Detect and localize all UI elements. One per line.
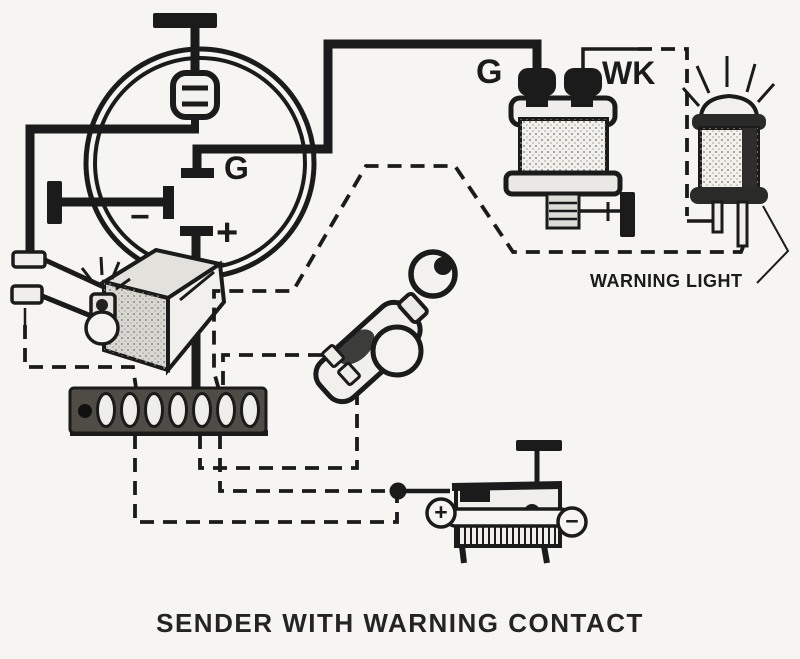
diagram-caption: SENDER WITH WARNING CONTACT <box>156 608 644 638</box>
warning-light-pointer-line <box>756 205 790 284</box>
wire-strip-to-warning-light <box>212 164 745 391</box>
switch-terminal-upper <box>11 250 47 269</box>
terminal-strip <box>68 386 268 436</box>
gauge-warning-lamp-icon <box>170 70 220 133</box>
warning-light-bulb <box>681 56 776 248</box>
gauge-terminal-g-label: G <box>224 150 249 186</box>
wire-strip-to-junction-b <box>218 435 390 493</box>
ground-symbol-sender <box>579 192 635 237</box>
battery-plus-ring <box>425 497 457 529</box>
gauge-terminal-minus <box>163 186 174 219</box>
ground-symbol-gauge-top <box>153 13 217 74</box>
wire-strip-to-junction-a <box>133 435 399 524</box>
battery-minus-ring <box>556 506 588 538</box>
gauge-terminal-g <box>181 168 214 178</box>
gauge-terminal-plus-label: + <box>216 212 239 254</box>
sender-terminal-wk-label: WK <box>602 55 656 91</box>
ignition-key-hole <box>434 257 452 275</box>
switch-terminal-lower <box>10 284 44 305</box>
battery <box>425 481 588 564</box>
wire-wk-stub <box>581 47 638 68</box>
ignition-key-knob <box>408 249 458 299</box>
pressure-sender <box>503 47 638 230</box>
warning-light-pin-left <box>711 200 724 234</box>
ignition-switch-barrel <box>370 324 424 378</box>
warning-light-label: WARNING LIGHT <box>590 271 743 291</box>
sender-terminal-wk <box>564 68 602 96</box>
gauge-terminal-plus <box>180 226 213 236</box>
wire-ignition-to-strip-a <box>221 353 322 389</box>
wire-lamp-to-switch <box>25 124 199 252</box>
lighted-rocker-switch <box>10 247 227 376</box>
sender-terminal-g <box>518 68 556 96</box>
gauge-terminal-minus-label: − <box>130 198 150 236</box>
wire-switch-to-strip <box>23 325 138 389</box>
wire-gauge-g-to-sender-g <box>192 39 542 172</box>
warning-light-pin-right <box>736 200 749 248</box>
wire-wk-dashed <box>638 47 689 216</box>
terminal-strip-dot <box>78 404 92 418</box>
ignition-switch <box>313 249 458 405</box>
sender-terminal-g-label: G <box>476 53 503 91</box>
battery-plus-label: + <box>434 499 448 525</box>
ground-symbol-gauge-left <box>47 181 62 224</box>
battery-minus-label: − <box>565 508 579 534</box>
wire-ignition-to-strip-b <box>198 382 359 470</box>
switch-indicator-bulb <box>80 256 131 346</box>
